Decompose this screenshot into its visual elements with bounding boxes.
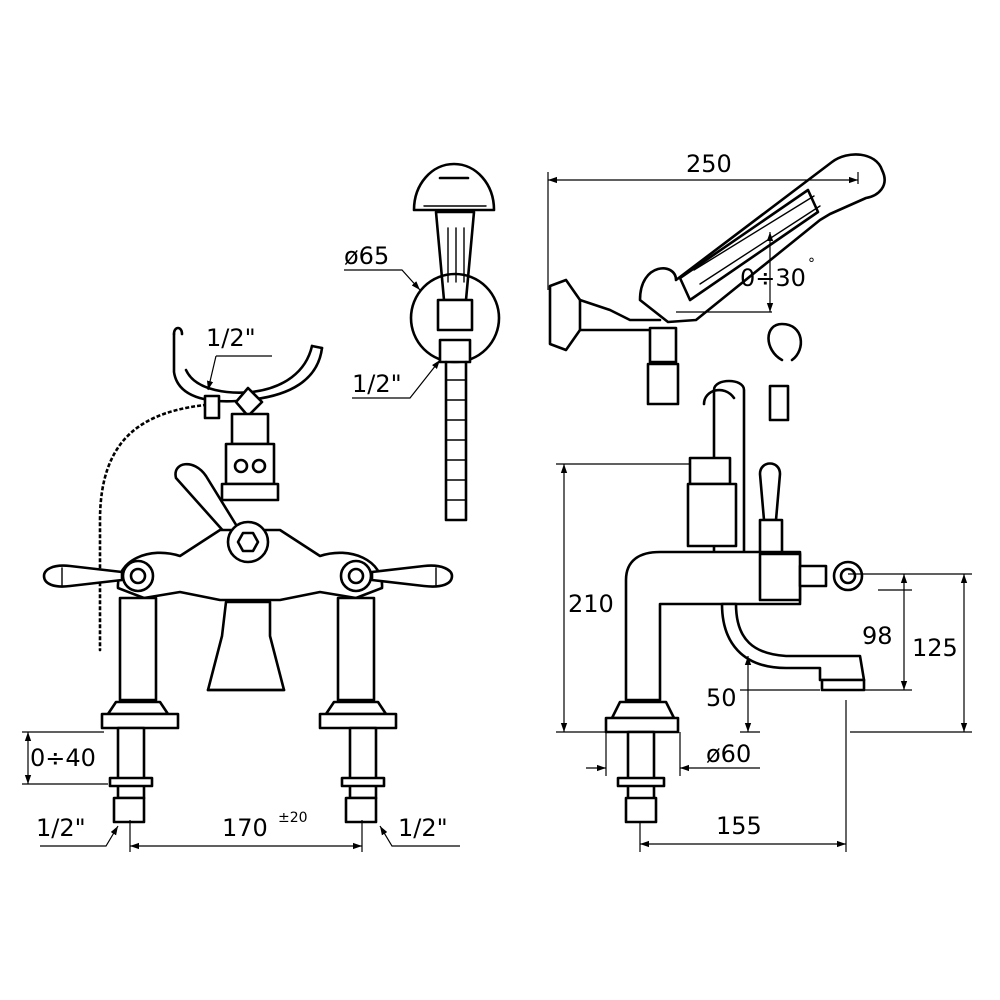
tilt-angle-unit-label: ° xyxy=(808,256,815,272)
outlet-thread-label: 1/2" xyxy=(352,370,402,398)
inlet-height-label: 98 xyxy=(862,622,893,650)
right-inlet-thread-label: 1/2" xyxy=(398,814,448,842)
holder-thread-label: 1/2" xyxy=(206,324,256,352)
centers-label: 170 xyxy=(222,814,268,842)
handshower-length-label: 250 xyxy=(686,150,732,178)
spout-height-label: 50 xyxy=(706,684,737,712)
side-view xyxy=(548,153,886,824)
front-view xyxy=(42,326,454,824)
tilt-angle-label: 0÷30 xyxy=(740,264,806,292)
total-height-label: 210 xyxy=(568,590,614,618)
handshower-detail xyxy=(409,162,501,522)
centers-tolerance-label: ±20 xyxy=(278,810,308,826)
left-inlet-thread-label: 1/2" xyxy=(36,814,86,842)
dimension-lines xyxy=(22,172,972,852)
dimension-labels: 1/2" ø65 1/2" 0÷40 1/2" 170 ±20 1/2" 250… xyxy=(30,150,958,842)
deck-thickness-label: 0÷40 xyxy=(30,744,96,772)
handshower-diameter-label: ø65 xyxy=(344,242,389,270)
base-diameter-label: ø60 xyxy=(706,740,751,768)
spout-reach-label: 155 xyxy=(716,812,762,840)
lever-height-label: 125 xyxy=(912,634,958,662)
